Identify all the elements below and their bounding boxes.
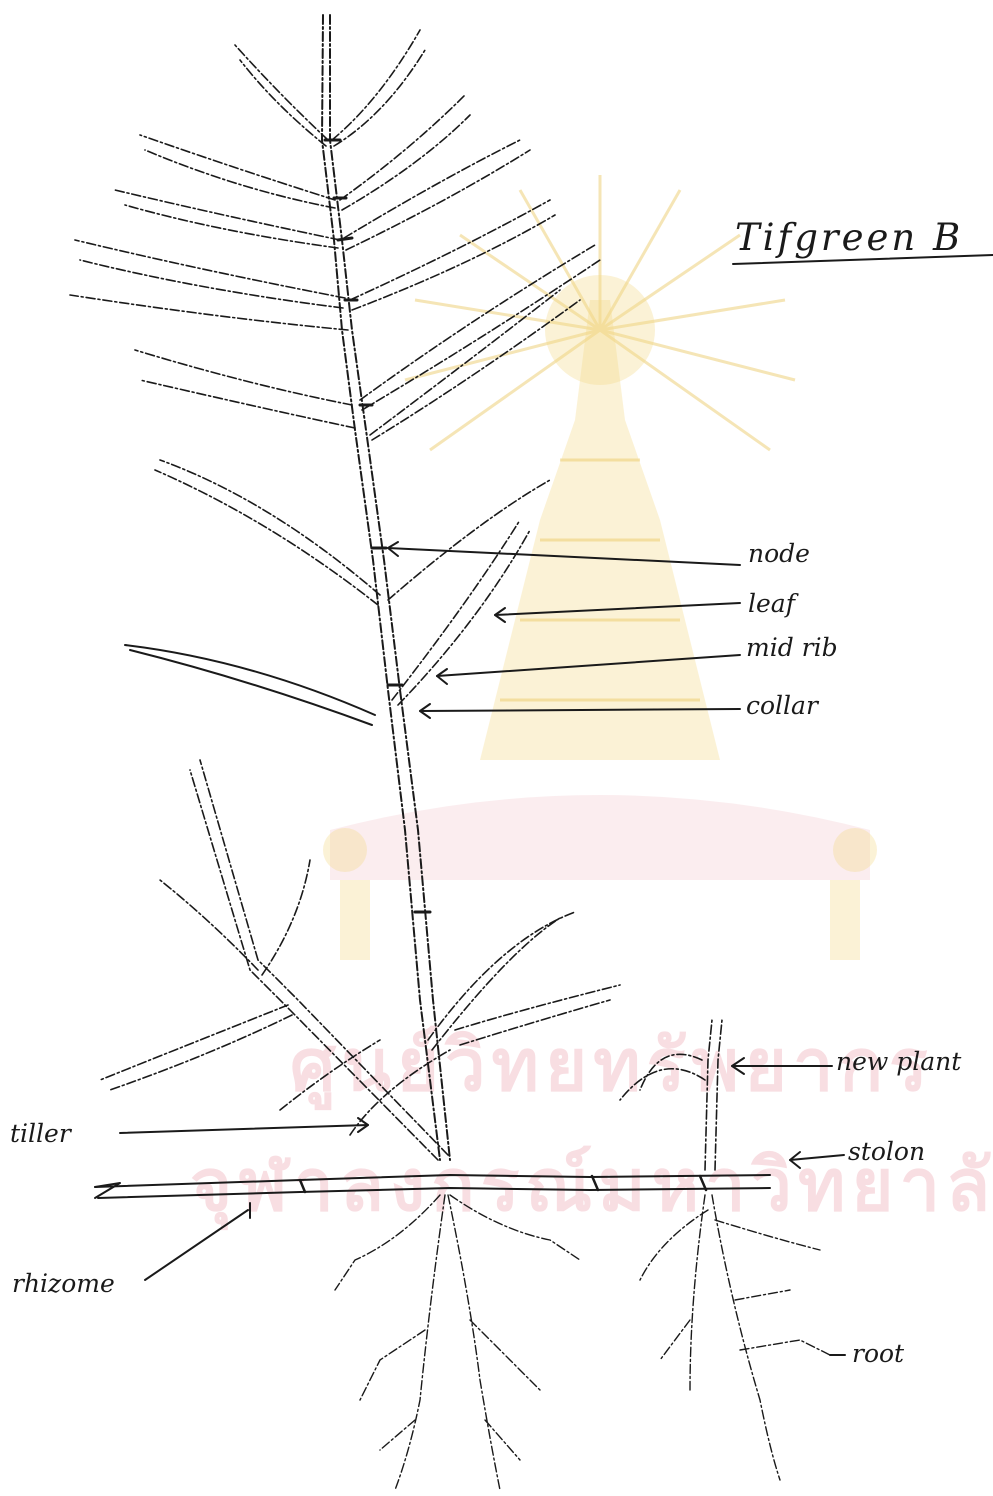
label-stolon: stolon <box>848 1137 925 1166</box>
labels: node leaf mid rib collar new plant tille… <box>10 539 962 1368</box>
tiller-pointer <box>120 1125 368 1133</box>
label-root: root <box>852 1339 905 1368</box>
main-stem <box>322 15 450 1160</box>
label-tiller: tiller <box>10 1119 73 1148</box>
label-rhizome: rhizome <box>12 1269 115 1298</box>
roots <box>335 1195 830 1490</box>
label-mid-rib: mid rib <box>746 633 838 662</box>
label-leaf: leaf <box>748 589 799 618</box>
label-collar: collar <box>746 691 820 720</box>
label-node: node <box>748 539 810 568</box>
diagram-title: Tifgreen B <box>735 216 963 259</box>
label-new-plant: new plant <box>836 1047 962 1076</box>
